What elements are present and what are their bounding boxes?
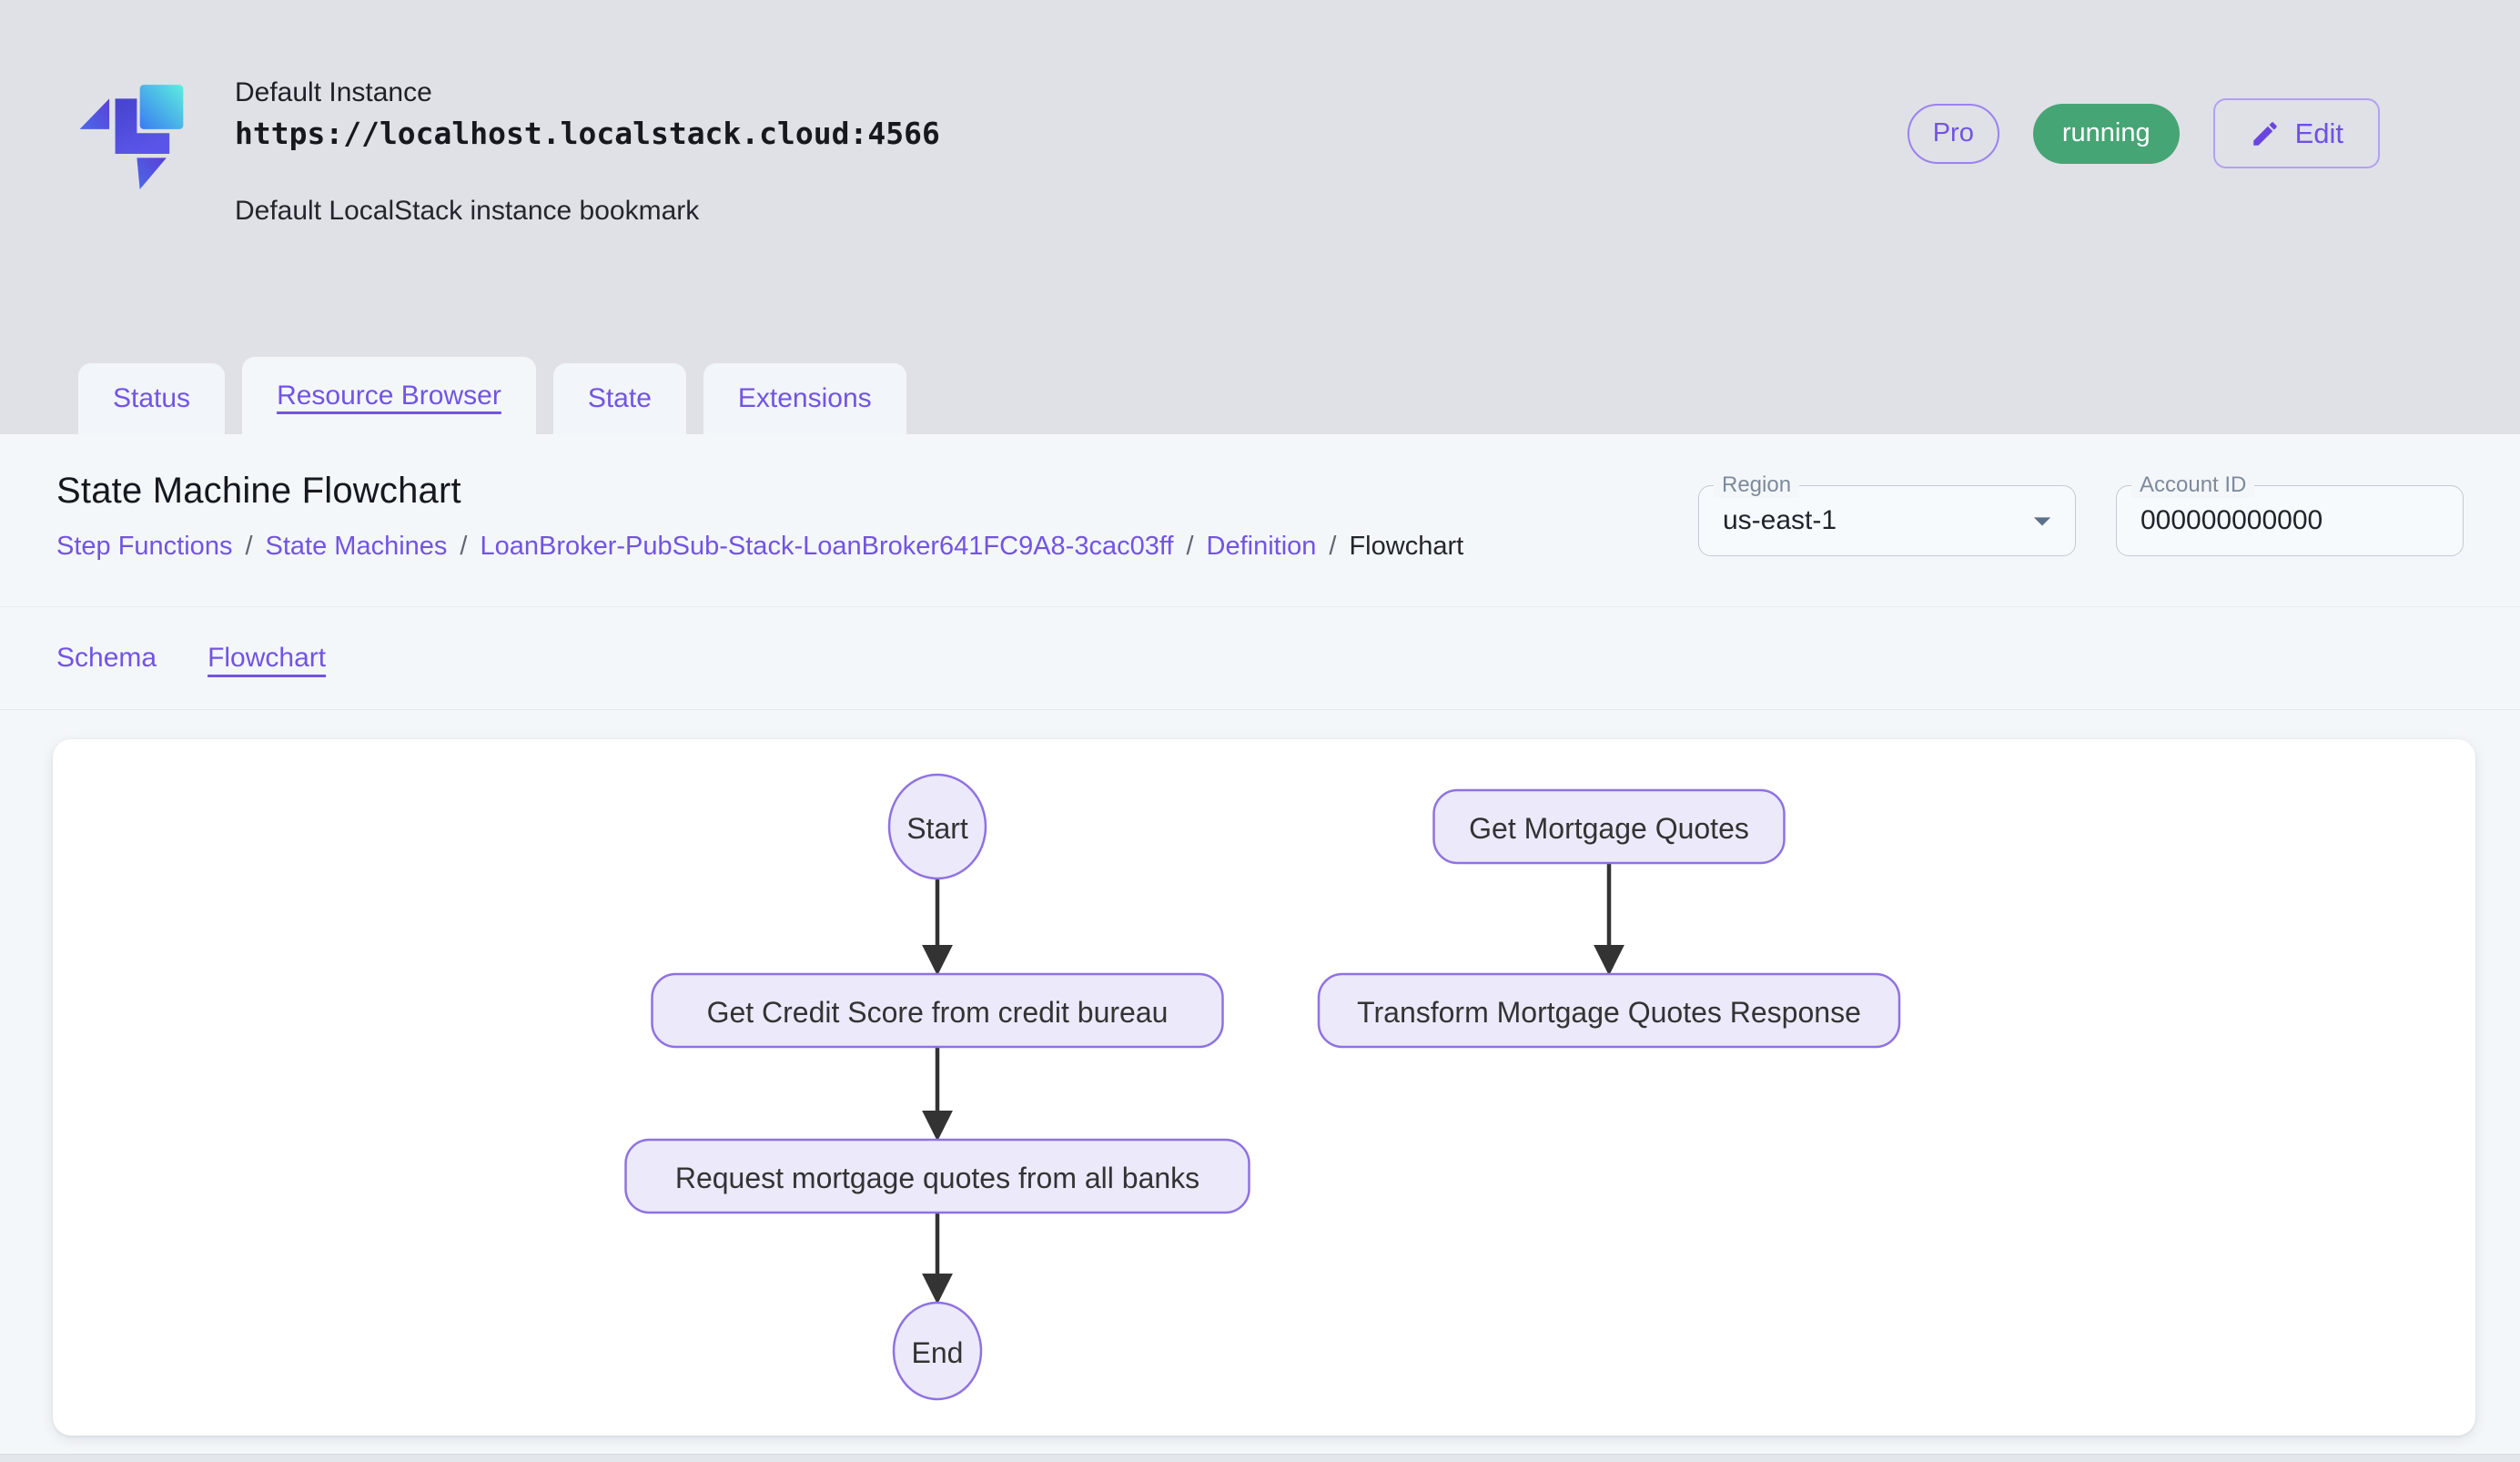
- svg-text:Transform Mortgage Quotes Resp: Transform Mortgage Quotes Response: [1357, 996, 1861, 1029]
- breadcrumb-step-functions[interactable]: Step Functions: [56, 532, 233, 561]
- page-title: State Machine Flowchart: [56, 471, 461, 511]
- edit-button-label: Edit: [2294, 117, 2343, 149]
- account-id-label: Account ID: [2131, 472, 2255, 498]
- svg-text:End: End: [912, 1336, 964, 1369]
- flow-node-end: End: [892, 1301, 983, 1401]
- page-bottom-edge: [0, 1454, 2520, 1462]
- definition-subtabs: Schema Flowchart: [0, 606, 2520, 710]
- region-value: us-east-1: [1723, 505, 1837, 535]
- dropdown-arrow-icon: [2033, 517, 2051, 526]
- breadcrumb-definition[interactable]: Definition: [1206, 532, 1317, 561]
- tab-state[interactable]: State: [552, 363, 686, 434]
- flow-node-transform: Transform Mortgage Quotes Response: [1317, 972, 1901, 1049]
- breadcrumb-state-machine-name[interactable]: LoanBroker-PubSub-Stack-LoanBroker641FC9…: [480, 532, 1174, 561]
- edit-button[interactable]: Edit: [2212, 98, 2380, 168]
- account-id-input[interactable]: [2117, 505, 2463, 536]
- region-label: Region: [1714, 472, 1800, 498]
- flow-node-start: Start: [887, 773, 987, 880]
- pro-badge: Pro: [1907, 103, 1999, 164]
- tab-extensions[interactable]: Extensions: [703, 363, 906, 434]
- svg-text:Get Credit Score from credit b: Get Credit Score from credit bureau: [707, 996, 1169, 1029]
- pencil-icon: [2252, 121, 2277, 146]
- region-select[interactable]: Region us-east-1: [1698, 472, 2076, 556]
- instance-url: https://localhost.localstack.cloud:4566: [235, 116, 940, 151]
- subtab-schema[interactable]: Schema: [56, 643, 157, 673]
- flow-node-getquotes: Get Mortgage Quotes: [1432, 788, 1786, 865]
- tab-status[interactable]: Status: [78, 363, 226, 434]
- localstack-logo: [79, 85, 184, 189]
- breadcrumb-separator: /: [1329, 532, 1337, 561]
- svg-text:Start: Start: [906, 812, 968, 845]
- instance-name: Default Instance: [235, 77, 432, 107]
- subtab-flowchart[interactable]: Flowchart: [207, 643, 327, 673]
- flow-node-credit: Get Credit Score from credit bureau: [651, 972, 1224, 1049]
- tab-resource-browser[interactable]: Resource Browser: [242, 357, 536, 434]
- svg-text:Get Mortgage Quotes: Get Mortgage Quotes: [1469, 812, 1749, 845]
- resource-browser-panel: State Machine Flowchart Step Functions /…: [0, 434, 2520, 1462]
- flow-node-request: Request mortgage quotes from all banks: [624, 1138, 1250, 1214]
- breadcrumb-state-machines[interactable]: State Machines: [265, 532, 448, 561]
- status-badge: running: [2032, 103, 2180, 164]
- breadcrumb-separator: /: [245, 532, 253, 561]
- main-tabs: Status Resource Browser State Extensions: [78, 357, 906, 434]
- instance-description: Default LocalStack instance bookmark: [235, 196, 700, 226]
- instance-header: Default Instance https://localhost.local…: [0, 0, 2520, 434]
- breadcrumb: Step Functions / State Machines / LoanBr…: [56, 532, 1463, 562]
- account-id-field: Account ID: [2116, 472, 2464, 556]
- breadcrumb-separator: /: [460, 532, 468, 561]
- svg-text:Request mortgage quotes from a: Request mortgage quotes from all banks: [675, 1162, 1199, 1194]
- breadcrumb-flowchart: Flowchart: [1349, 532, 1464, 561]
- breadcrumb-separator: /: [1186, 532, 1194, 561]
